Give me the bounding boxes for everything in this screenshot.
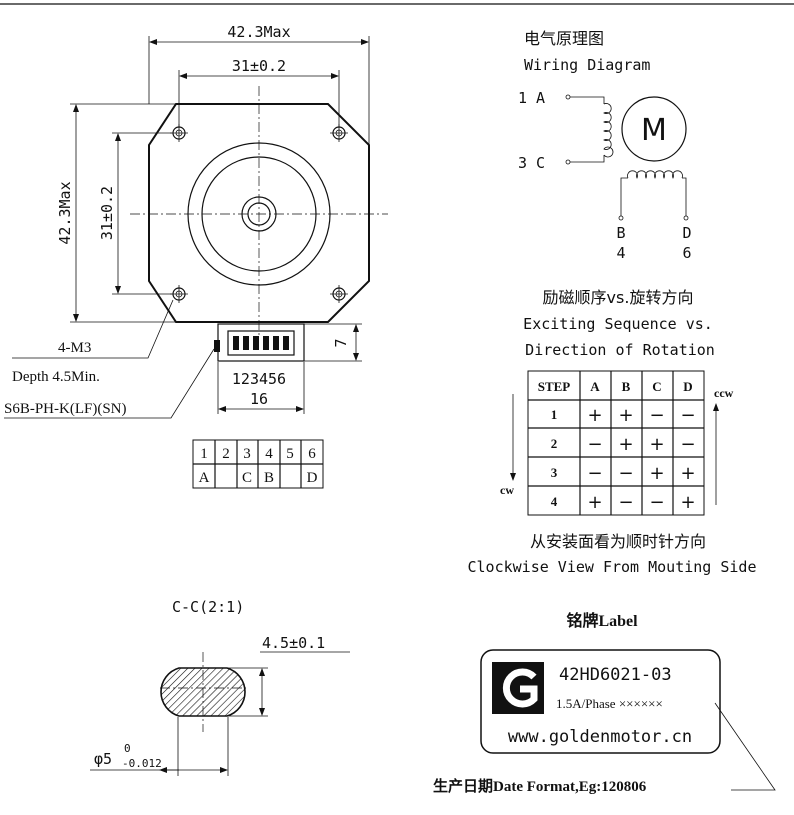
pin-table: 1 2 3 4 5 6 A C B D — [192, 439, 324, 489]
sequence-table — [527, 370, 705, 516]
sequence-cell: − — [680, 434, 695, 455]
ccw-label: ccw — [714, 386, 734, 400]
sequence-cell: + — [649, 463, 664, 484]
sequence-title-cn: 励磁顺序vs.旋转方向 — [543, 288, 694, 307]
wiring-title-cn: 电气原理图 — [524, 29, 604, 48]
label-website: www.goldenmotor.cn — [508, 727, 692, 747]
sequence-cell: − — [587, 463, 602, 484]
exciting-sequence: 励磁顺序vs.旋转方向 Exciting Sequence vs. Direct… — [468, 288, 757, 576]
connector-part-number: S6B-PH-K(LF)(SN) — [4, 401, 127, 417]
sequence-step: 2 — [551, 436, 558, 451]
section-title: C-C(2:1) — [172, 598, 244, 616]
dim-hole-spacing: 31±0.2 — [232, 57, 286, 75]
sequence-title-en-1: Exciting Sequence vs. — [523, 315, 713, 333]
thread-depth-label: Depth 4.5Min. — [12, 369, 100, 385]
golden-logo — [492, 662, 544, 714]
sequence-cell: − — [680, 405, 695, 426]
sequence-title-en-2: Direction of Rotation — [525, 341, 715, 359]
boss-outer-circle — [187, 142, 331, 286]
wire-label-d: D — [682, 224, 691, 242]
sequence-cell: − — [649, 492, 664, 513]
motor-body-outline — [148, 103, 370, 323]
dim-height-max: 42.3Max — [56, 181, 74, 244]
date-leader — [714, 702, 776, 791]
connector-leader — [4, 348, 215, 419]
dim-connector-height: 7 — [332, 338, 350, 347]
dim-shaft-flat: 4.5±0.1 — [262, 634, 325, 652]
wire-label-b: B — [616, 224, 625, 242]
view-note-cn: 从安装面看为顺时针方向 — [530, 532, 706, 551]
wiring-diagram: 电气原理图 Wiring Diagram 1 A 3 C M B 4 D 6 — [518, 29, 692, 262]
connector — [214, 323, 305, 362]
sequence-cell: + — [649, 434, 664, 455]
sequence-cell: − — [587, 434, 602, 455]
sequence-header: D — [683, 379, 692, 394]
pin-header-cell: 1 — [200, 446, 208, 462]
nameplate: 铭牌Label 42HD6021-03 1.5A/Phase ×××××× ww… — [433, 611, 776, 795]
section-cc: C-C(2:1) 4.5±0.1 φ5 0 -0.012 — [90, 598, 350, 776]
pin-signal-cell: D — [307, 470, 318, 486]
label-phase: 1.5A/Phase ×××××× — [556, 696, 663, 711]
wire-label-4: 4 — [616, 244, 625, 262]
pin-header-cell: 3 — [243, 446, 251, 462]
sequence-header: B — [622, 379, 631, 394]
dim-shaft-tol-lower: -0.012 — [122, 757, 162, 770]
pin-header-cell: 6 — [308, 446, 316, 462]
dim-connector-width: 16 — [250, 390, 268, 408]
dim-width-max: 42.3Max — [227, 23, 290, 41]
motor-symbol — [621, 96, 687, 162]
thread-label: 4-M3 — [58, 340, 91, 356]
pin-header-cell: 4 — [265, 446, 273, 462]
sequence-header: C — [652, 379, 661, 394]
motor-label: M — [641, 113, 667, 148]
sequence-header: A — [590, 379, 600, 394]
front-view: 42.3Max 31±0.2 42.3Max 31±0.2 4-M3 Depth… — [4, 23, 388, 419]
dim-shaft-tol-upper: 0 — [124, 742, 131, 755]
wiring-title-en: Wiring Diagram — [524, 56, 650, 74]
wire-label-1a: 1 A — [518, 89, 545, 107]
pin-header-cell: 2 — [222, 446, 230, 462]
connector-pin-numbers: 123456 — [232, 370, 286, 388]
view-note-en: Clockwise View From Mouting Side — [468, 558, 757, 576]
label-title: 铭牌Label — [566, 611, 638, 630]
sequence-cell: + — [680, 492, 695, 513]
sequence-cell: + — [618, 434, 633, 455]
label-model: 42HD6021-03 — [559, 665, 672, 685]
dim-shaft-diameter: φ5 — [94, 750, 112, 768]
label-date-note: 生产日期Date Format,Eg:120806 — [433, 777, 647, 795]
boss-inner-circle — [201, 156, 317, 272]
sequence-header: STEP — [538, 379, 571, 394]
pin-signal-cell: C — [242, 470, 252, 486]
sequence-cell: + — [587, 492, 602, 513]
dim-hole-spacing-v: 31±0.2 — [98, 186, 116, 240]
sequence-cell: + — [587, 405, 602, 426]
wire-label-6: 6 — [682, 244, 691, 262]
coil-bd — [627, 170, 683, 179]
sequence-step: 3 — [551, 465, 558, 480]
shaft-inner-circle — [247, 202, 271, 226]
cw-label: cw — [500, 483, 514, 497]
pin-header-cell: 5 — [286, 446, 294, 462]
wire-label-3c: 3 C — [518, 154, 545, 172]
thread-leader — [12, 299, 174, 359]
pin-signal-cell: A — [199, 470, 210, 486]
sequence-cell: − — [649, 405, 664, 426]
sequence-step: 4 — [551, 494, 558, 509]
pin-signal-cell: B — [264, 470, 274, 486]
shaft-outer-circle — [241, 196, 277, 232]
sequence-step: 1 — [551, 407, 558, 422]
sequence-cell: + — [618, 405, 633, 426]
sequence-cell: − — [618, 463, 633, 484]
coil-ac — [603, 103, 614, 158]
sequence-cell: − — [618, 492, 633, 513]
sequence-cell: + — [680, 463, 695, 484]
